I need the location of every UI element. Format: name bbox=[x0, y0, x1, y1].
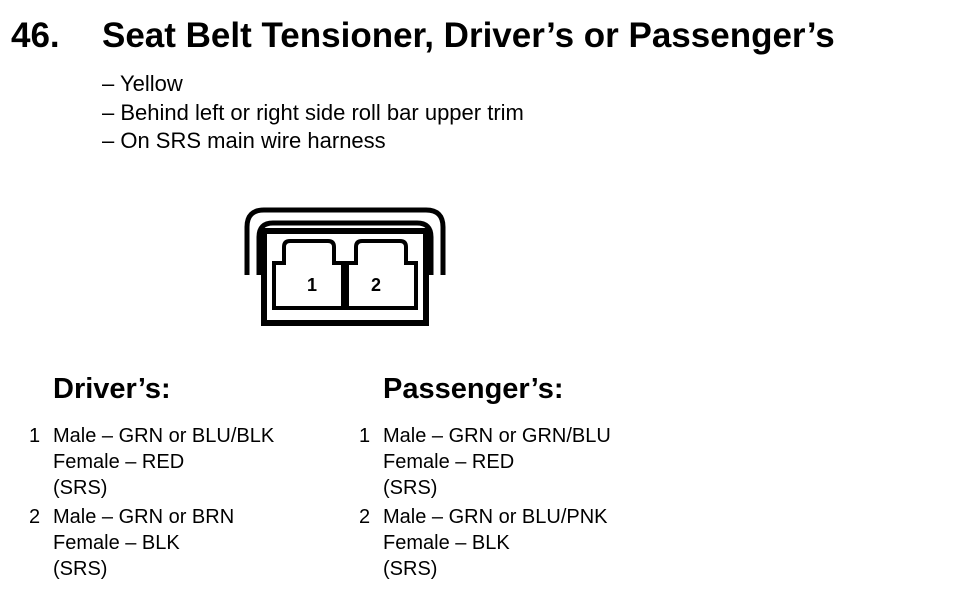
passenger-heading: Passenger’s: bbox=[383, 373, 564, 405]
connector-latch-outline bbox=[244, 207, 446, 275]
driver-pin-row: 1 Male – GRN or BLU/BLK Female – RED (SR… bbox=[29, 423, 274, 501]
note-color: – Yellow bbox=[102, 71, 183, 96]
connector-key bbox=[341, 291, 349, 309]
pin-system: (SRS) bbox=[53, 477, 108, 499]
driver-heading: Driver’s: bbox=[53, 373, 171, 405]
location-notes: – Yellow – Behind left or right side rol… bbox=[102, 70, 524, 156]
item-number: 46. bbox=[11, 16, 60, 55]
pin-wire-female: Female – BLK bbox=[53, 532, 180, 554]
note-harness: – On SRS main wire harness bbox=[102, 128, 386, 153]
pin-number: 1 bbox=[359, 425, 371, 447]
terminal-cavity-2 bbox=[345, 239, 418, 310]
passenger-pin-list: 1 Male – GRN or GRN/BLU Female – RED (SR… bbox=[359, 423, 611, 582]
pin-wire-male: Male – GRN or BRN bbox=[53, 506, 235, 528]
passenger-pin-row: 2 Male – GRN or BLU/PNK Female – BLK (SR… bbox=[359, 504, 611, 582]
terminal-label-1: 1 bbox=[307, 275, 317, 295]
pin-wire-female: Female – RED bbox=[53, 451, 185, 473]
pin-wire-male: Male – GRN or BLU/PNK bbox=[383, 506, 608, 528]
pin-system: (SRS) bbox=[53, 558, 108, 580]
pin-number: 2 bbox=[29, 506, 41, 528]
driver-pin-list: 1 Male – GRN or BLU/BLK Female – RED (SR… bbox=[29, 423, 274, 582]
terminal-cavity-1 bbox=[272, 239, 345, 310]
pin-number: 2 bbox=[359, 506, 371, 528]
connector-body bbox=[261, 228, 429, 326]
pin-wire-male: Male – GRN or GRN/BLU bbox=[383, 425, 611, 447]
page-title: Seat Belt Tensioner, Driver’s or Passeng… bbox=[102, 16, 835, 55]
pin-system: (SRS) bbox=[383, 477, 438, 499]
pin-wire-female: Female – BLK bbox=[383, 532, 510, 554]
pin-system: (SRS) bbox=[383, 558, 438, 580]
connector-latch-inner bbox=[256, 220, 434, 275]
terminal-label-2: 2 bbox=[371, 275, 381, 295]
pin-wire-female: Female – RED bbox=[383, 451, 515, 473]
connector-diagram: 1 2 bbox=[244, 207, 446, 326]
driver-pin-row: 2 Male – GRN or BRN Female – BLK (SRS) bbox=[29, 504, 274, 582]
pin-number: 1 bbox=[29, 425, 41, 447]
passenger-pin-row: 1 Male – GRN or GRN/BLU Female – RED (SR… bbox=[359, 423, 611, 501]
pin-wire-male: Male – GRN or BLU/BLK bbox=[53, 425, 275, 447]
note-location: – Behind left or right side roll bar upp… bbox=[102, 99, 524, 125]
